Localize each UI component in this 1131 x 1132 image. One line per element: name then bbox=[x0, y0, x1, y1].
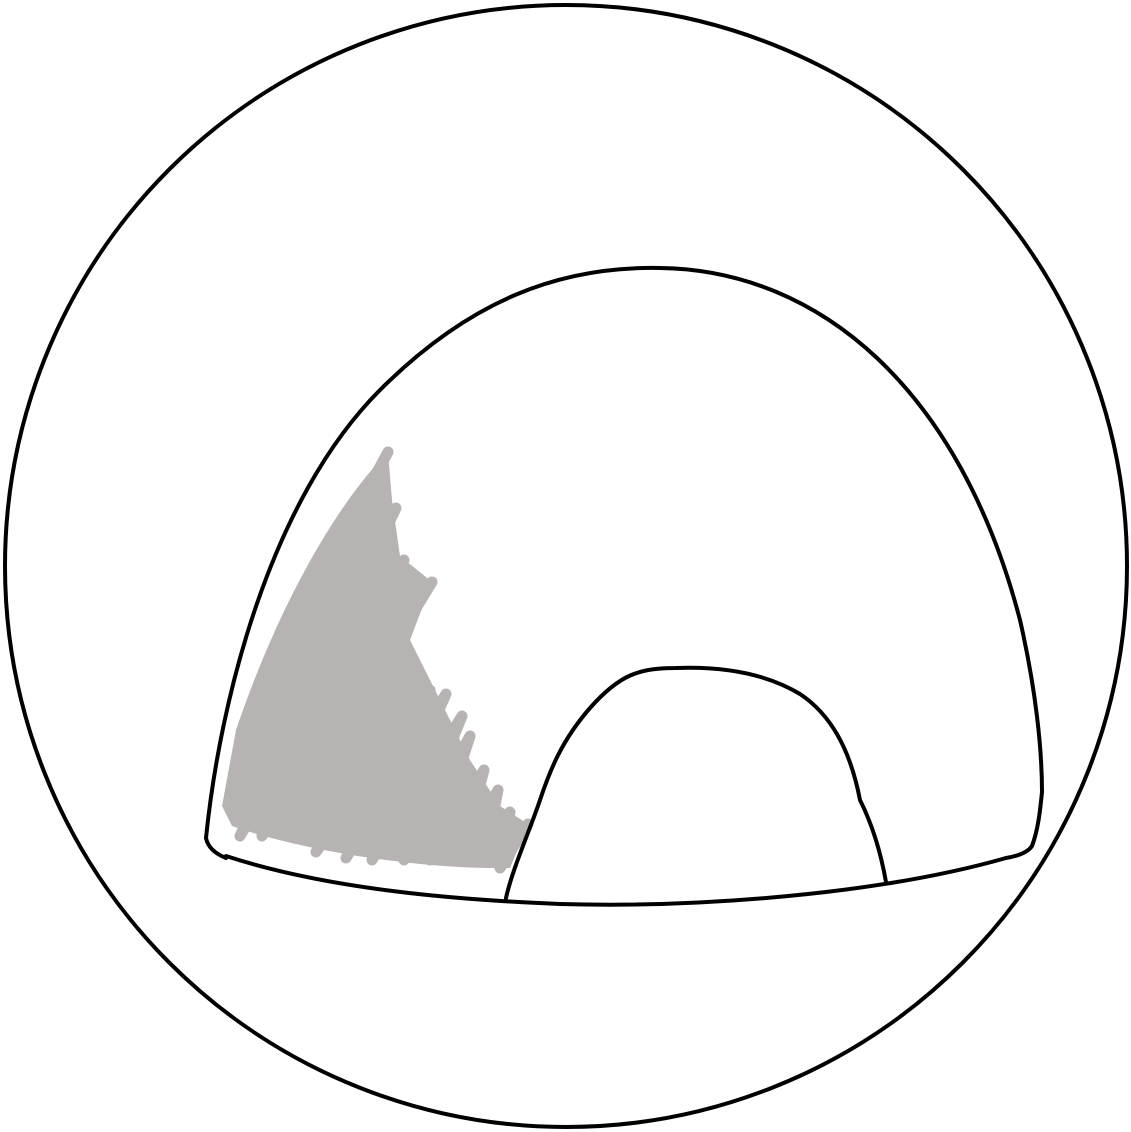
inner-arch-opening bbox=[504, 665, 888, 900]
shaded-region bbox=[222, 446, 534, 874]
outer-circle bbox=[3, 3, 1129, 1129]
base-curve bbox=[224, 854, 1008, 907]
outer-dome-arch bbox=[204, 265, 1044, 860]
left-foot-tick bbox=[204, 836, 228, 860]
shaded-region-scribble bbox=[226, 446, 534, 874]
